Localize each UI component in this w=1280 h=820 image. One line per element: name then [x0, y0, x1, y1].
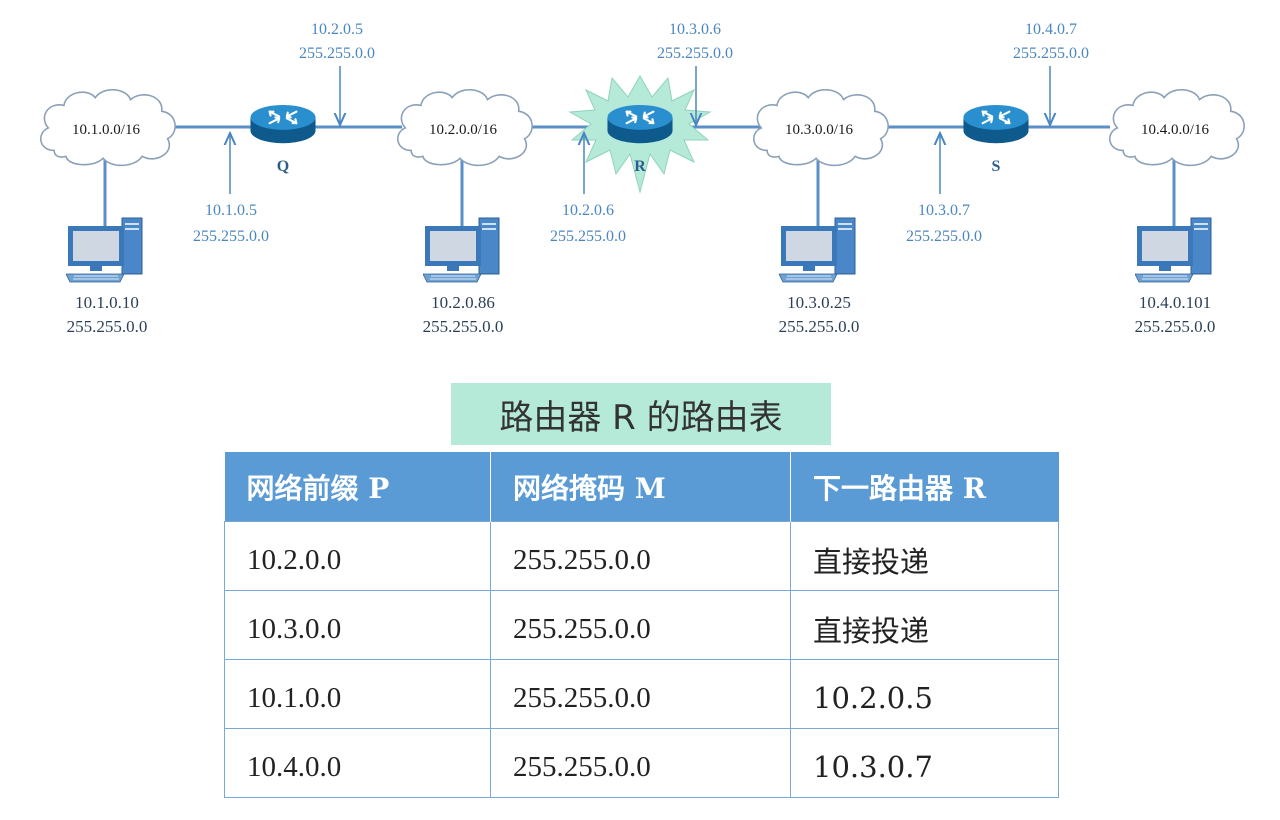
table-cell: 255.255.0.0 [490, 590, 791, 660]
host-computer: 10.3.0.25 255.255.0.0 [779, 217, 860, 336]
network-cloud: 10.2.0.0/16 [396, 88, 533, 167]
table-row: 10.3.0.0 255.255.0.0 直接投递 [224, 590, 1059, 660]
interface-mask: 255.255.0.0 [550, 228, 626, 245]
router-r: R [606, 104, 674, 175]
column-header: 网络掩码 M [490, 452, 791, 522]
router-q: Q [249, 104, 317, 175]
table-cell: 10.2.0.0 [224, 521, 491, 591]
interface-mask: 255.255.0.0 [657, 45, 733, 62]
table-cell: 直接投递 [790, 590, 1059, 660]
interface-mask: 255.255.0.0 [299, 45, 375, 62]
network-cloud: 10.1.0.0/16 [39, 88, 176, 167]
host-mask: 255.255.0.0 [423, 317, 504, 336]
interface-ip: 10.4.0.7 [1025, 21, 1077, 38]
host-computer: 10.2.0.86 255.255.0.0 [423, 217, 504, 336]
host-mask: 255.255.0.0 [67, 317, 148, 336]
interface-mask: 255.255.0.0 [906, 228, 982, 245]
interface-mask: 255.255.0.0 [1013, 45, 1089, 62]
table-header-row: 网络前缀 P 网络掩码 M 下一路由器 R [224, 452, 1059, 522]
router-s: S [962, 104, 1030, 175]
computer-icon [1135, 217, 1212, 283]
table-cell: 10.3.0.7 [790, 728, 1059, 798]
interface-label: 10.1.0.5 255.255.0.0 [193, 202, 269, 245]
table-cell: 10.1.0.0 [224, 659, 491, 729]
router-name: S [992, 158, 1001, 175]
table-row: 10.4.0.0 255.255.0.0 10.3.0.7 [224, 728, 1059, 798]
network-cloud: 10.3.0.0/16 [752, 88, 889, 167]
interface-label: 10.3.0.7 255.255.0.0 [906, 202, 982, 245]
host-ip: 10.2.0.86 [431, 293, 495, 312]
network-topology-diagram: 10.1.0.0/16 10.2.0.0/16 10.3.0.0/16 10.4… [39, 21, 1245, 336]
network-label: 10.1.0.0/16 [72, 122, 140, 138]
interface-label: 10.3.0.6 255.255.0.0 [657, 21, 733, 62]
table-cell: 直接投递 [790, 521, 1059, 591]
network-cloud: 10.4.0.0/16 [1108, 88, 1245, 167]
table-cell: 255.255.0.0 [490, 659, 791, 729]
host-mask: 255.255.0.0 [1135, 317, 1216, 336]
network-label: 10.4.0.0/16 [1141, 122, 1209, 138]
table-cell: 10.2.0.5 [790, 659, 1059, 729]
router-icon [606, 104, 674, 145]
interface-label: 10.2.0.5 255.255.0.0 [299, 21, 375, 62]
interface-ip: 10.2.0.6 [562, 202, 614, 219]
table-row: 10.2.0.0 255.255.0.0 直接投递 [224, 521, 1059, 591]
host-computer: 10.4.0.101 255.255.0.0 [1135, 217, 1216, 336]
column-header: 下一路由器 R [790, 452, 1059, 522]
routing-table: 网络前缀 P 网络掩码 M 下一路由器 R 10.2.0.0 255.255.0… [224, 452, 1059, 798]
table-cell: 10.4.0.0 [224, 728, 491, 798]
interface-ip: 10.3.0.7 [918, 202, 970, 219]
interface-ip: 10.2.0.5 [311, 21, 363, 38]
interface-label: 10.2.0.6 255.255.0.0 [550, 202, 626, 245]
router-icon [962, 104, 1030, 145]
computer-icon [779, 217, 856, 283]
host-ip: 10.3.0.25 [787, 293, 851, 312]
computer-icon [423, 217, 500, 283]
table-row: 10.1.0.0 255.255.0.0 10.2.0.5 [224, 659, 1059, 729]
router-name: Q [277, 158, 289, 175]
interface-label: 10.4.0.7 255.255.0.0 [1013, 21, 1089, 62]
interface-arrows [230, 66, 1050, 194]
host-ip: 10.4.0.101 [1139, 293, 1211, 312]
column-header: 网络前缀 P [224, 452, 491, 522]
network-label: 10.3.0.0/16 [785, 122, 853, 138]
interface-mask: 255.255.0.0 [193, 228, 269, 245]
host-computer: 10.1.0.10 255.255.0.0 [66, 217, 148, 336]
routing-table-title: 路由器 R 的路由表 [451, 383, 831, 445]
host-mask: 255.255.0.0 [779, 317, 860, 336]
table-cell: 255.255.0.0 [490, 521, 791, 591]
table-cell: 10.3.0.0 [224, 590, 491, 660]
interface-ip: 10.3.0.6 [669, 21, 721, 38]
router-name: R [634, 158, 646, 175]
host-ip: 10.1.0.10 [75, 293, 139, 312]
network-label: 10.2.0.0/16 [429, 122, 497, 138]
router-icon [249, 104, 317, 145]
interface-ip: 10.1.0.5 [205, 202, 257, 219]
table-cell: 255.255.0.0 [490, 728, 791, 798]
computer-icon [66, 217, 143, 283]
